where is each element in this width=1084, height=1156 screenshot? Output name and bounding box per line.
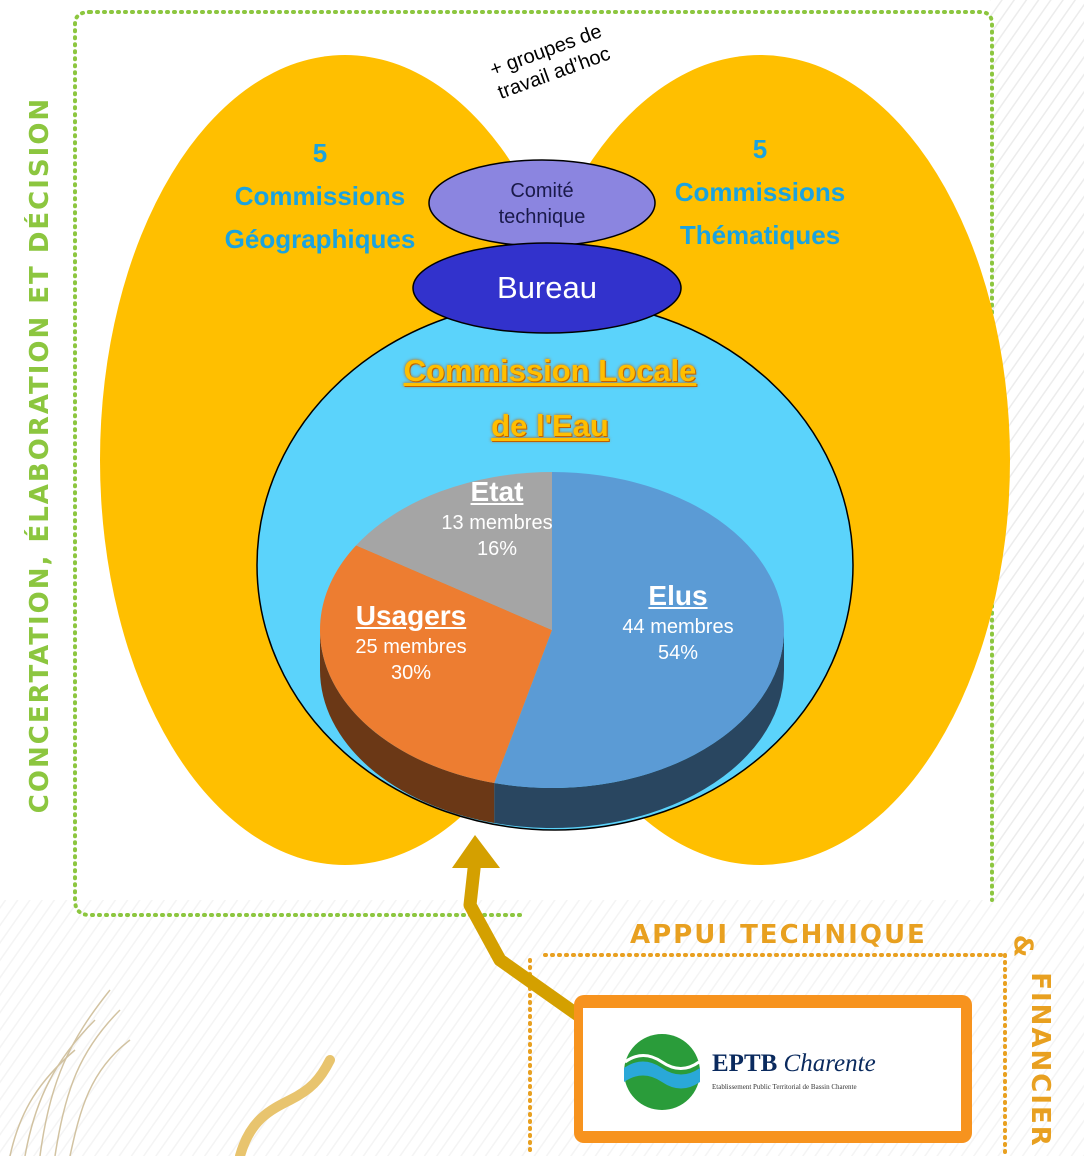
logo-title-bold: EPTB <box>712 1050 778 1077</box>
side-label-left: CONCERTATION, ÉLABORATION ET DÉCISION <box>25 96 55 814</box>
bureau-label: Bureau <box>497 270 597 305</box>
logo-subtitle: Etablissement Public Territorial de Bass… <box>712 1083 857 1091</box>
pie-chart <box>320 472 784 828</box>
slice-etat-percent: 16% <box>476 538 518 560</box>
grass-decoration <box>9 989 131 1156</box>
cle-title: Commission Locale de l'Eau <box>330 343 770 453</box>
slice-usagers-percent: 30% <box>390 662 432 684</box>
left-commissions-line2: Géographiques <box>224 224 416 254</box>
cle-title-line2: de l'Eau <box>491 408 609 443</box>
pie-slice-usagers <box>320 545 552 784</box>
bureau-ellipse <box>412 242 682 334</box>
side-label-top: APPUI TECHNIQUE <box>630 920 927 950</box>
left-commissions-line1: Commissions <box>234 181 406 211</box>
right-commissions-line2: Thématiques <box>679 220 841 250</box>
right-commissions-count: 5 <box>752 134 768 164</box>
comite-line2: technique <box>498 206 586 228</box>
logo-title: EPTB Charente <box>712 1050 876 1078</box>
slice-elus-percent: 54% <box>657 642 699 664</box>
slice-usagers-members: 25 membres <box>355 636 467 658</box>
support-arrow-head <box>452 835 500 868</box>
comite-line1: Comité <box>510 180 574 202</box>
main-dotted-frame <box>73 10 994 917</box>
logo-title-italic: Charente <box>783 1050 876 1077</box>
slice-usagers-name: Usagers <box>355 600 467 631</box>
support-arrow-line <box>463 859 589 1026</box>
left-commissions-count: 5 <box>312 138 328 168</box>
pie-side-elus <box>494 630 784 828</box>
support-dotted-frame <box>528 953 1007 1156</box>
side-label-right: FINANCIER <box>1025 972 1055 1148</box>
pie-side-usagers <box>320 630 495 824</box>
slice-label-usagers: Usagers 25 membres 30% <box>321 598 501 686</box>
slice-elus-members: 44 membres <box>622 616 734 638</box>
comite-label: Comité technique <box>462 178 622 230</box>
pie-slice-etat <box>356 472 552 630</box>
side-label-ampersand: & <box>1007 934 1038 960</box>
left-commissions-label: 5 Commissions Géographiques <box>190 132 450 261</box>
cle-title-line1: Commission Locale <box>403 353 697 388</box>
right-commissions-label: 5 Commissions Thématiques <box>640 128 880 257</box>
slice-etat-members: 13 membres <box>441 512 553 534</box>
right-commissions-line1: Commissions <box>674 177 846 207</box>
swoosh-decoration <box>235 1055 335 1156</box>
slice-elus-name: Elus <box>648 580 708 611</box>
pie-slice-elus <box>494 472 784 788</box>
slice-label-elus: Elus 44 membres 54% <box>588 578 768 666</box>
slice-label-etat: Etat 13 membres 16% <box>407 474 587 562</box>
eptb-logo-icon <box>624 1034 700 1110</box>
slice-etat-name: Etat <box>470 476 524 507</box>
